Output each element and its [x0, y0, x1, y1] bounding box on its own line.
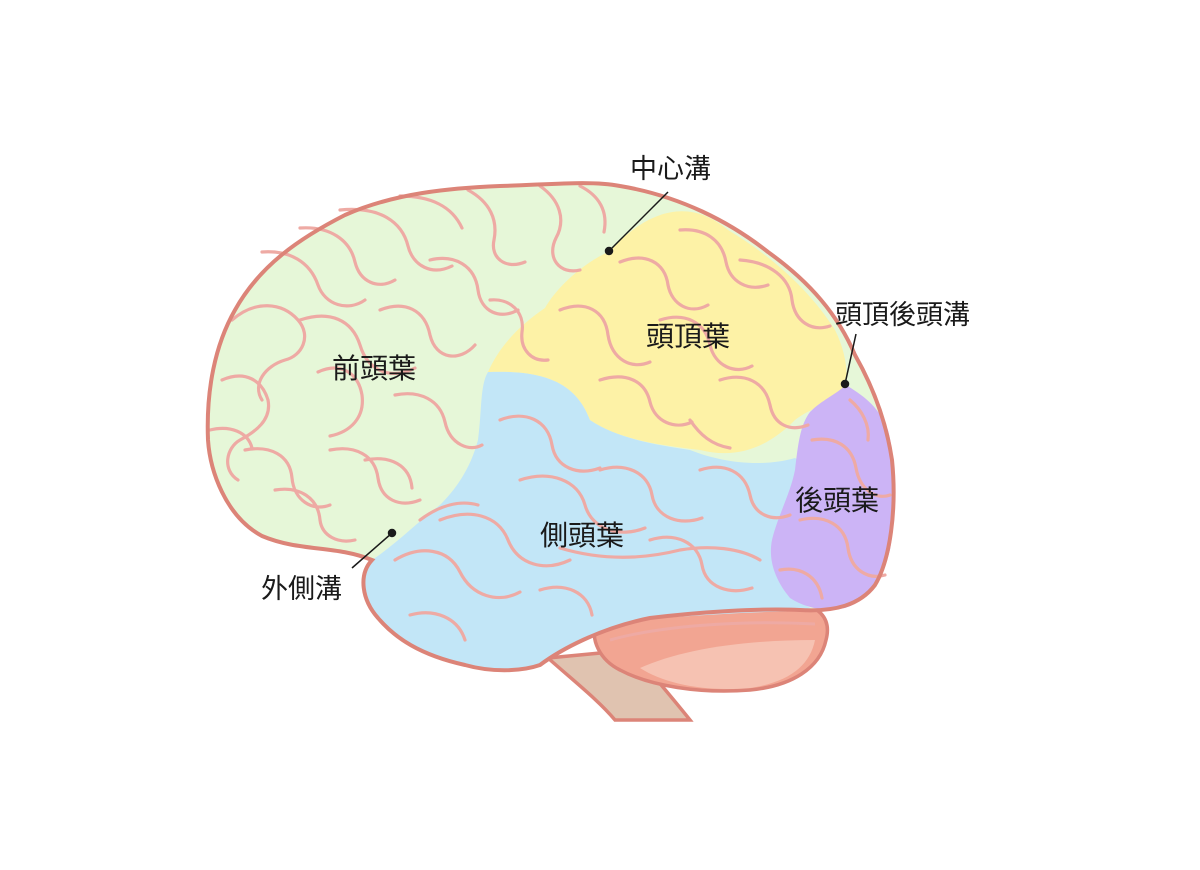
annotation-leaders [351, 191, 857, 569]
parieto-occipital-dot [840, 379, 850, 389]
central-sulcus-dot [604, 246, 614, 256]
cerebellum-highlight [640, 640, 815, 690]
lateral-sulcus-dot [387, 528, 397, 538]
parieto-occipital-sulcus-label: 頭頂後頭溝 [835, 300, 970, 331]
frontal-lobe-label: 前頭葉 [332, 352, 416, 385]
lateral-sulcus-label: 外側溝 [261, 574, 342, 605]
temporal-lobe-label: 側頭葉 [540, 519, 624, 552]
gyri-pattern [208, 184, 892, 642]
occipital-lobe [770, 385, 895, 610]
cerebrum-outline [205, 181, 896, 673]
central-sulcus-label: 中心溝 [630, 154, 711, 185]
parietal-lobe-label: 頭頂葉 [646, 320, 730, 353]
occipital-lobe-label: 後頭葉 [795, 484, 879, 517]
